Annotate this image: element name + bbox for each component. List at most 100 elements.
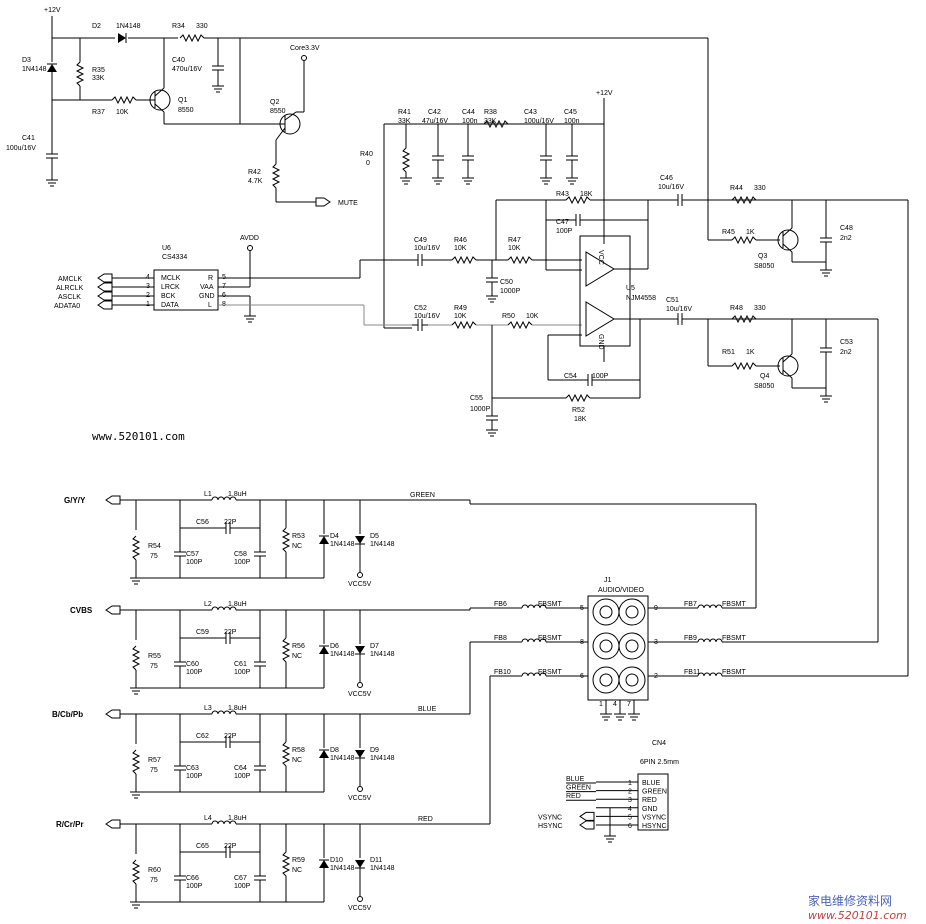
cap-c-ref: C67 xyxy=(234,875,247,882)
r43-ref: R43 xyxy=(556,191,569,198)
cn4-pin-label: GREEN xyxy=(642,789,667,796)
diode-b-ref: D7 xyxy=(370,643,379,650)
avdd-label: AVDD xyxy=(240,235,259,242)
r-nc-ref: R58 xyxy=(292,747,305,754)
inductor-value: 1.8uH xyxy=(228,601,247,608)
r-nc-value: NC xyxy=(292,867,302,874)
r47-ref: R47 xyxy=(508,237,521,244)
cap-c-value: 100P xyxy=(234,669,251,676)
inductor-value: 1.8uH xyxy=(228,491,247,498)
r-term-value: 75 xyxy=(150,877,158,884)
r44-value: 330 xyxy=(754,185,766,192)
supply-12v-label: +12V xyxy=(44,7,61,14)
diode-a-value: 1N4148 xyxy=(330,541,355,548)
c41-ref: C41 xyxy=(22,135,35,142)
cn4-ref: CN4 xyxy=(652,740,666,747)
cap-b-ref: C60 xyxy=(186,661,199,668)
output-stage: R44 330 R45 1K Q3 S8050 C48 2n2 R48 330 … xyxy=(707,185,909,676)
cap-b-value: 100P xyxy=(186,559,203,566)
cap-c-ref: C58 xyxy=(234,551,247,558)
c40-ref: C40 xyxy=(172,57,185,64)
mute-label: MUTE xyxy=(338,200,358,207)
c49-value: 10u/16V xyxy=(414,245,440,252)
cap-a-ref: C59 xyxy=(196,629,209,636)
cn4-pin-label: BLUE xyxy=(642,780,661,787)
cap-c-value: 100P xyxy=(234,559,251,566)
c55-value: 1000P xyxy=(470,406,491,413)
opamp-chip xyxy=(579,235,631,347)
cap-a-value: 22P xyxy=(224,629,237,636)
cn4-pin-label: GND xyxy=(642,806,658,813)
diode-a-ref: D6 xyxy=(330,643,339,650)
cn4-net: VSYNC xyxy=(538,814,562,821)
fb10-value: FBSMT xyxy=(538,669,562,676)
r-term-ref: R60 xyxy=(148,867,161,874)
video-input-name: R/Cr/Pr xyxy=(56,820,84,829)
cn4-pin-num: 3 xyxy=(628,797,632,804)
q4-ref: Q4 xyxy=(760,373,769,380)
cn4-pin-num: 4 xyxy=(628,806,632,813)
c44-value: 100n xyxy=(462,118,478,125)
diode-a-value: 1N4148 xyxy=(330,651,355,658)
r-term-value: 75 xyxy=(150,767,158,774)
sig-amclk: AMCLK xyxy=(58,276,82,283)
diode-a-ref: D4 xyxy=(330,533,339,540)
c50-ref: C50 xyxy=(500,279,513,286)
r-nc-value: NC xyxy=(292,543,302,550)
d3-ref: D3 xyxy=(22,57,31,64)
cn4-pin-num: 2 xyxy=(628,789,632,796)
cap-a-value: 22P xyxy=(224,843,237,850)
r-nc-ref: R56 xyxy=(292,643,305,650)
q1-value: 8550 xyxy=(178,107,194,114)
cn-watermark: 家电维修资料网 xyxy=(808,893,892,908)
inductor-ref: L2 xyxy=(204,601,212,608)
c44-ref: C44 xyxy=(462,109,475,116)
dac-pin-r: R xyxy=(208,275,213,282)
dac-pin-mclk: MCLK xyxy=(161,275,181,282)
r40-ref: R40 xyxy=(360,151,373,158)
cap-b-ref: C66 xyxy=(186,875,199,882)
cap-b-value: 100P xyxy=(186,669,203,676)
dac-part: CS4334 xyxy=(162,254,187,261)
supply-12v-opamp: +12V xyxy=(596,90,613,97)
cn4-net: HSYNC xyxy=(538,823,563,830)
r51-value: 1K xyxy=(746,349,755,356)
net-label: GREEN xyxy=(410,492,435,499)
net-label: RED xyxy=(418,816,433,823)
r-term-ref: R55 xyxy=(148,653,161,660)
r49-value: 10K xyxy=(454,313,467,320)
cap-b-value: 100P xyxy=(186,883,203,890)
fb8-value: FBSMT xyxy=(538,635,562,642)
r-term-value: 75 xyxy=(150,553,158,560)
j1-pin-7: 7 xyxy=(627,701,631,708)
opamp-ref: U5 xyxy=(626,285,635,292)
r41-ref: R41 xyxy=(398,109,411,116)
inductor-ref: L1 xyxy=(204,491,212,498)
c48-value: 2n2 xyxy=(840,235,852,242)
j1-pin-4: 4 xyxy=(613,701,617,708)
cn4-pin-num: 6 xyxy=(628,823,632,830)
cap-a-ref: C65 xyxy=(196,843,209,850)
net-label: BLUE xyxy=(418,706,437,713)
c51-ref: C51 xyxy=(666,297,679,304)
video-input-name: B/Cb/Pb xyxy=(52,710,83,719)
r38-value: 33K xyxy=(484,118,497,125)
core-3v3-label: Core3.3V xyxy=(290,45,320,52)
d3-value: 1N4148 xyxy=(22,66,47,73)
r50-ref: R50 xyxy=(502,313,515,320)
c46-ref: C46 xyxy=(660,175,673,182)
video-input-name: G/Y/Y xyxy=(64,496,86,505)
q3-value: S8050 xyxy=(754,263,774,270)
q3-ref: Q3 xyxy=(758,253,767,260)
r-nc-value: NC xyxy=(292,757,302,764)
cap-a-value: 22P xyxy=(224,519,237,526)
fb11-value: FBSMT xyxy=(722,669,746,676)
fb7-value: FBSMT xyxy=(722,601,746,608)
q2-value: 8550 xyxy=(270,108,286,115)
c43-ref: C43 xyxy=(524,109,537,116)
j1-name: AUDIO/VIDEO xyxy=(598,587,644,594)
fb11-ref: FB11 xyxy=(684,669,700,676)
dac-pin-bck: BCK xyxy=(161,293,176,300)
